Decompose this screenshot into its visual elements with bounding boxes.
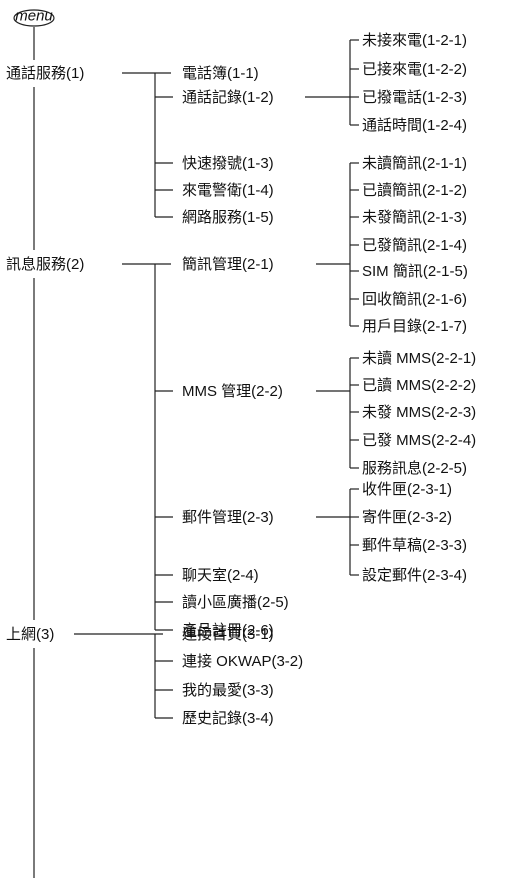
sub-menu-node: 聊天室(2-4) [182,567,259,584]
sub-menu-node: 歷史記錄(3-4) [182,709,274,727]
leaf-node: 已接來電(1-2-2) [362,61,467,78]
sub-menu-node: 網路服務(1-5) [182,209,274,226]
leaf-node: 通話時間(1-2-4) [362,117,467,134]
leaf-node: 設定郵件(2-3-4) [362,567,467,584]
sub-menu-node: 快速撥號(1-3) [182,155,274,172]
sub-menu-node: 我的最愛(3-3) [182,682,274,699]
leaf-node: 未發 MMS(2-2-3) [362,404,476,421]
leaf-node: 未接來電(1-2-1) [362,32,467,49]
leaf-node: 已發簡訊(2-1-4) [362,236,467,254]
leaf-node: 未發簡訊(2-1-3) [362,208,467,226]
top-level-node: 訊息服務(2) [6,256,84,273]
leaf-node: 郵件草稿(2-3-3) [362,537,467,554]
sub-menu-node: 通話記錄(1-2) [182,88,274,106]
sub-menu-node: 郵件管理(2-3) [182,509,274,526]
menu-key-label: menu [15,8,53,25]
node-labels: 通話服務(1) 電話簿(1-1) 通話記錄(1-2) 未接來電(1-2-1) 已接來電(… [6,32,476,727]
menu-key-icon [13,9,55,27]
leaf-node: SIM 簡訊(2-1-5) [362,262,468,280]
leaf-node: 收件匣(2-3-1) [362,481,452,498]
sub-menu-node: 簡訊管理(2-1) [182,255,274,273]
leaf-node: 寄件匣(2-3-2) [362,508,452,526]
leaf-node: 已讀 MMS(2-2-2) [362,377,476,394]
leaf-node: 未讀簡訊(2-1-1) [362,154,467,172]
leaf-node: 未讀 MMS(2-2-1) [362,350,476,367]
leaf-node: 已讀簡訊(2-1-2) [362,181,467,199]
sub-menu-node: 來電警衛(1-4) [182,182,274,199]
leaf-node: 已撥電話(1-2-3) [362,89,467,106]
leaf-node: 已發 MMS(2-2-4) [362,432,476,449]
leaf-node: 用戶目錄(2-1-7) [362,317,467,335]
leaf-node: 回收簡訊(2-1-6) [362,290,467,308]
sub-menu-node: MMS 管理(2-2) [182,383,283,400]
leaf-node: 服務訊息(2-2-5) [362,460,467,477]
sub-menu-node: 連接 OKWAP(3-2) [182,653,303,670]
sub-menu-node: 連接首頁(3-1) [182,626,274,643]
sub-menu-node: 電話簿(1-1) [182,65,259,82]
sub-menu-node: 讀小區廣播(2-5) [182,594,289,611]
sub-menu-node: 產品註冊(2-6) [182,622,274,639]
top-level-node: 通話服務(1) [6,65,84,82]
top-level-node: 上網(3) [6,626,54,643]
connector-lines [33,27,359,878]
